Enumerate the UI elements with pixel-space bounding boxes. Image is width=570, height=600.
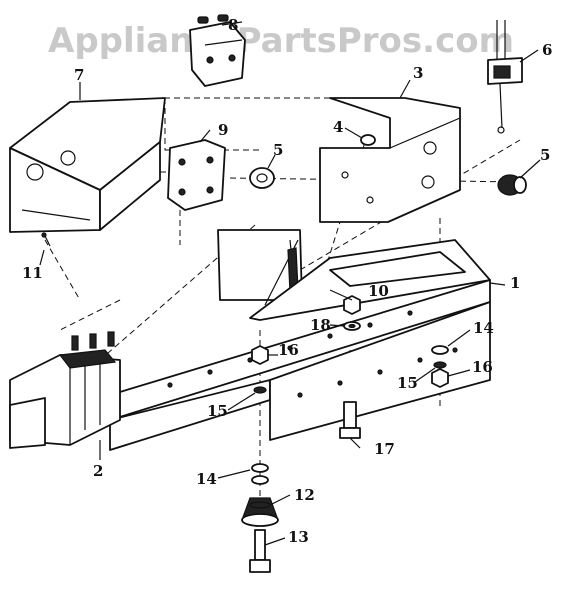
callout-15-left: 15 bbox=[207, 402, 228, 420]
part-2-transformer bbox=[9, 331, 121, 449]
part-6-switch bbox=[487, 20, 523, 134]
callout-15-right: 15 bbox=[397, 374, 418, 392]
part-11-screw bbox=[41, 232, 51, 247]
part-17-bolt bbox=[339, 401, 361, 439]
rail-holes bbox=[167, 310, 458, 398]
callout-9: 9 bbox=[218, 121, 228, 139]
part-1-frame-rail bbox=[109, 239, 491, 451]
part-18-washer bbox=[343, 321, 361, 331]
mounting-plate bbox=[217, 229, 303, 306]
callout-1: 1 bbox=[510, 274, 520, 292]
callout-8: 8 bbox=[228, 16, 238, 34]
part-14-washer-right bbox=[431, 345, 449, 355]
part-8-timer-motor bbox=[189, 14, 246, 87]
part-16-nut-left bbox=[251, 345, 269, 365]
callout-16-right: 16 bbox=[472, 358, 493, 376]
callout-16-left: 16 bbox=[278, 341, 299, 359]
callout-18: 18 bbox=[310, 316, 331, 334]
callout-2: 2 bbox=[93, 462, 103, 480]
callout-5-right: 5 bbox=[540, 146, 550, 164]
callout-7: 7 bbox=[74, 66, 84, 84]
callout-11: 11 bbox=[22, 264, 43, 282]
callout-14-bottom: 14 bbox=[196, 470, 217, 488]
part-15-lockwasher-left bbox=[253, 386, 267, 394]
callout-17: 17 bbox=[374, 440, 395, 458]
leader-lines bbox=[39, 21, 541, 546]
callout-13: 13 bbox=[288, 528, 309, 546]
watermark-text: AppliancePartsPros.com bbox=[48, 21, 514, 61]
callout-5-left: 5 bbox=[273, 141, 283, 159]
part-13-stud bbox=[249, 529, 271, 573]
part-16-nut-right bbox=[431, 368, 449, 388]
part-4-screw bbox=[360, 134, 376, 146]
part-15-lockwasher-right bbox=[433, 361, 447, 369]
callout-12: 12 bbox=[294, 486, 315, 504]
part-3-bracket bbox=[319, 97, 461, 223]
callout-6: 6 bbox=[542, 41, 552, 59]
part-12-vibration-mount bbox=[241, 497, 279, 527]
part-5-grommet-left bbox=[249, 167, 275, 189]
part-10-nut bbox=[343, 295, 361, 315]
callout-14-right: 14 bbox=[473, 319, 494, 337]
part-5-bushing-right bbox=[497, 174, 527, 196]
part-7-housing bbox=[9, 97, 166, 233]
callout-10: 10 bbox=[368, 282, 389, 300]
part-9-relay bbox=[167, 139, 226, 211]
callout-3: 3 bbox=[413, 64, 423, 82]
part-14-washer-bottom bbox=[251, 463, 269, 485]
callout-labels: 1 2 3 4 5 5 6 7 8 9 10 11 12 13 14 14 15… bbox=[22, 16, 552, 546]
callout-4: 4 bbox=[333, 118, 343, 136]
